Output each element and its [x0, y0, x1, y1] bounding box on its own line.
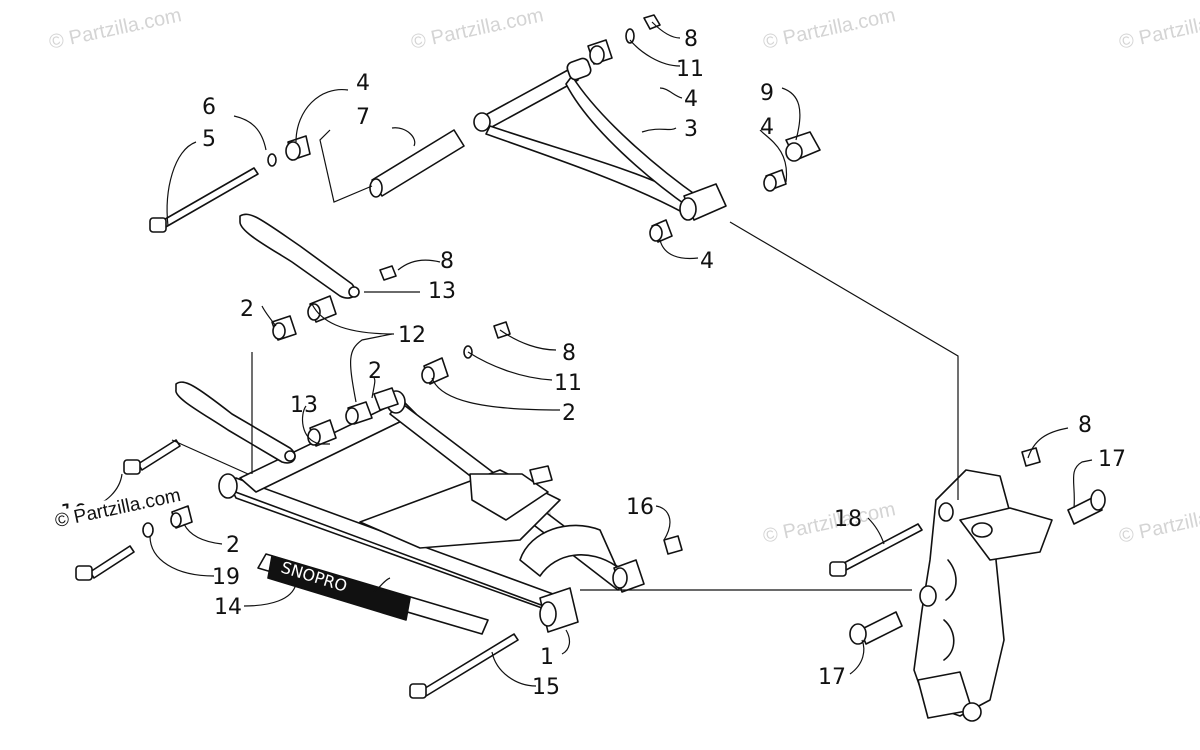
callout-17b: 17 [818, 665, 846, 690]
callout-8c: 8 [562, 341, 576, 366]
upper-bolt [149, 167, 259, 233]
callout-8d: 8 [1078, 413, 1092, 438]
callout-1: 1 [540, 645, 554, 670]
upper-bushings [267, 14, 821, 243]
upper-sleeve [369, 129, 465, 198]
upper-a-arm [473, 57, 727, 221]
callout-7: 7 [356, 105, 370, 130]
callout-18: 18 [834, 507, 862, 532]
callout-6: 6 [202, 95, 216, 120]
callout-19: 19 [212, 565, 240, 590]
callout-2c: 2 [562, 401, 576, 426]
callout-11b: 11 [554, 371, 582, 396]
callout-2b: 2 [368, 359, 382, 384]
callout-17a: 17 [1098, 447, 1126, 472]
callout-15: 15 [532, 675, 560, 700]
callout-4b: 4 [684, 87, 698, 112]
callout-3: 3 [684, 117, 698, 142]
callout-8b: 8 [440, 249, 454, 274]
callout-13a: 13 [428, 279, 456, 304]
callout-4d: 4 [700, 249, 714, 274]
leader-lines [87, 21, 1093, 687]
lower-bolt [409, 633, 519, 699]
lower-left-bolts [75, 439, 193, 581]
callout-9: 9 [760, 81, 774, 106]
upper-link-plate [239, 213, 360, 299]
lower-a-arm [218, 390, 645, 633]
callout-5: 5 [202, 127, 216, 152]
callout-4a: 4 [356, 71, 370, 96]
callout-2a: 2 [240, 297, 254, 322]
callout-11a: 11 [676, 57, 704, 82]
callout-16: 16 [626, 495, 654, 520]
callout-13b: 13 [290, 393, 318, 418]
callout-8a: 8 [684, 27, 698, 52]
callout-numbers: 1 2 2 2 2 3 4 4 4 4 5 6 7 8 8 8 8 9 10 1… [60, 27, 1126, 700]
spindle [913, 469, 1053, 722]
lower-link-plate [175, 381, 296, 464]
callout-14: 14 [214, 595, 242, 620]
callout-4c: 4 [760, 115, 774, 140]
callout-12: 12 [398, 323, 426, 348]
callout-2d: 2 [226, 533, 240, 558]
